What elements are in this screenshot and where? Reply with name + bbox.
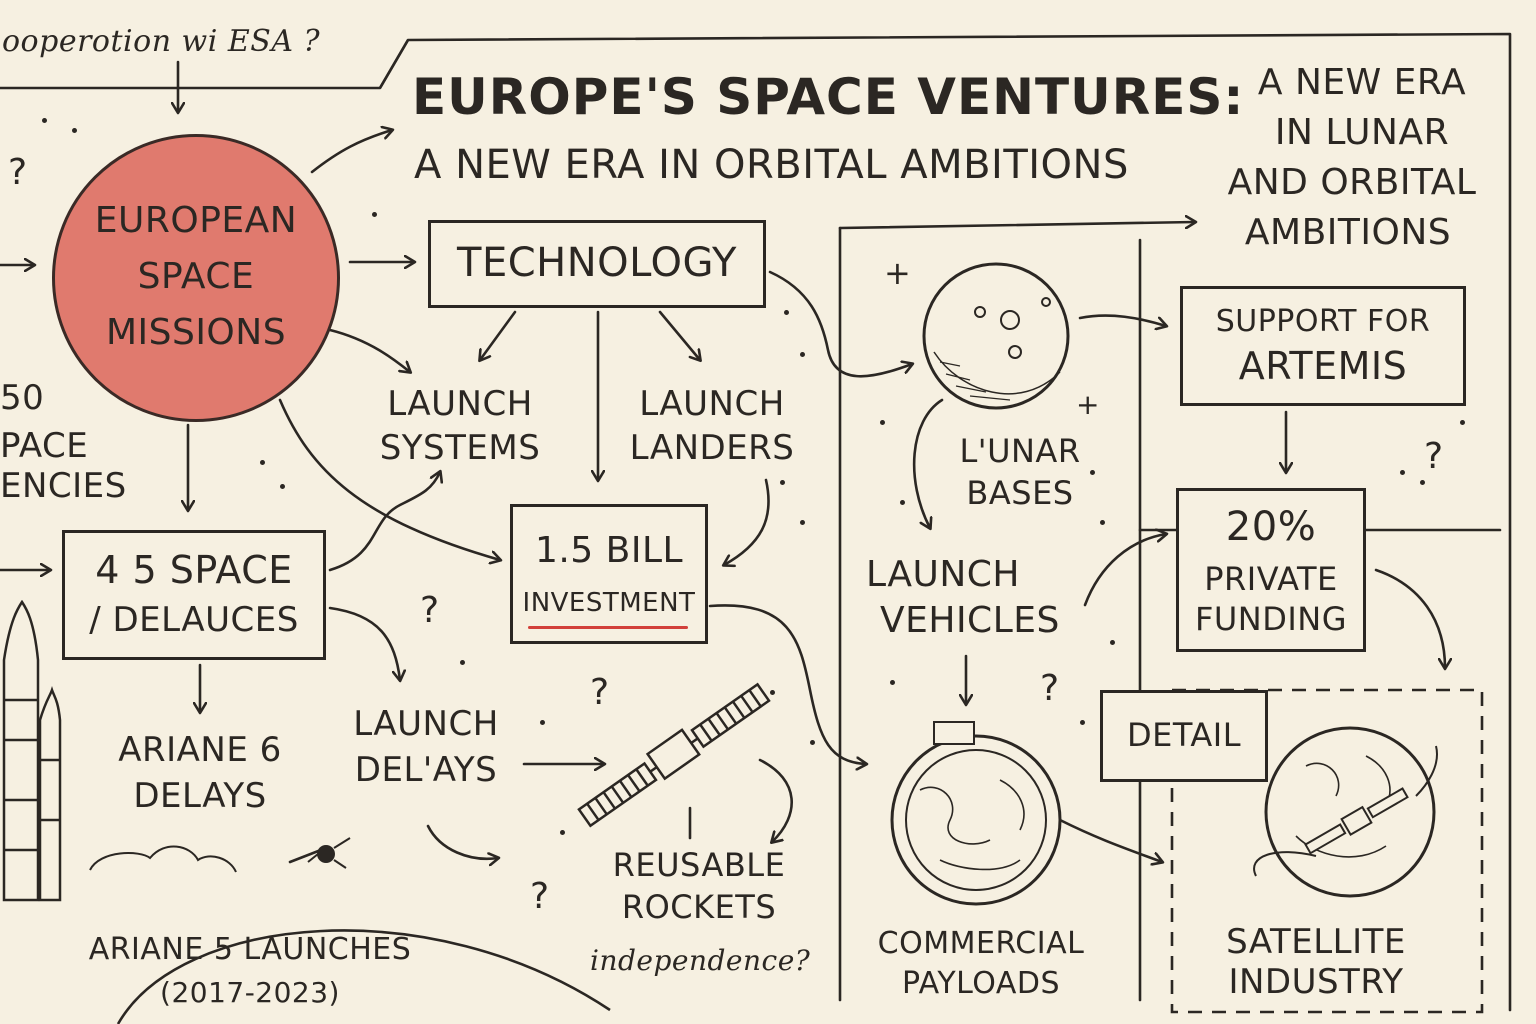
star-dot	[540, 720, 545, 725]
ariane6-line2: DELAYS	[133, 776, 267, 816]
launch-landers-line2: LANDERS	[629, 428, 795, 468]
launch-vehicles-line1: LAUNCH	[866, 554, 1020, 595]
ariane5-line2: (2017-2023)	[160, 976, 340, 1009]
launch-delays-line2: DEL'AYS	[354, 750, 498, 790]
reusable-line2: ROCKETS	[621, 888, 777, 926]
ariane5-line1: ARIANE 5 LAUNCHES	[88, 932, 412, 967]
side-note-line4: AMBITIONS	[1244, 212, 1452, 253]
star-dot	[1080, 720, 1085, 725]
question-mark-decor: ?	[530, 876, 550, 917]
european-missions-line1: EUROPEAN	[94, 200, 298, 241]
investment-underline	[528, 626, 688, 629]
question-mark-decor: ?	[8, 152, 28, 193]
question-mark-decor: ?	[420, 590, 440, 631]
investment-box	[510, 504, 708, 644]
reusable-line1: REUSABLE	[612, 846, 786, 884]
star-dot	[280, 484, 285, 489]
satellite-industry-line2: INDUSTRY	[1228, 962, 1404, 1002]
star-dot	[1420, 480, 1425, 485]
star-dot	[260, 460, 265, 465]
star-dot	[1090, 470, 1095, 475]
satellite-icon	[577, 682, 771, 828]
agencies-line1: 50	[0, 378, 45, 418]
satellite-industry-line1: SATELLITE	[1226, 922, 1406, 962]
investment-amount: 1.5 BILL	[534, 530, 684, 571]
star-dot	[900, 500, 905, 505]
star-dot	[72, 128, 77, 133]
star-dot	[460, 660, 465, 665]
question-mark-decor: ?	[1040, 668, 1060, 709]
investment-label: INVESTMENT	[522, 588, 696, 618]
space-box-line2: / DELAUCES	[89, 600, 299, 640]
star-dot	[800, 520, 805, 525]
ariane6-line1: ARIANE 6	[118, 730, 282, 770]
small-probe-icon	[307, 837, 351, 869]
agencies-line3: ENCIES	[0, 466, 127, 506]
star-dot	[770, 690, 775, 695]
space-box	[62, 530, 326, 660]
european-missions-line3: MISSIONS	[105, 312, 287, 353]
side-note-line1: A NEW ERA	[1257, 62, 1467, 103]
artemis-line1: SUPPORT FOR	[1215, 304, 1431, 339]
european-missions-line2: SPACE	[137, 256, 255, 297]
lunar-bases-line2: BASES	[966, 474, 1074, 512]
commercial-line1: COMMERCIAL	[877, 926, 1085, 961]
star-dot	[800, 352, 805, 357]
star-dot	[1460, 420, 1465, 425]
star-dot	[372, 212, 377, 217]
star-dot	[784, 310, 789, 315]
launch-systems-line2: SYSTEMS	[379, 428, 541, 468]
star-dot	[560, 830, 565, 835]
plus-decor: +	[884, 254, 911, 292]
satellite-dashed-frame	[1170, 688, 1484, 1014]
moon-icon	[922, 262, 1070, 410]
plus-decor: +	[1076, 388, 1100, 421]
rocket-icon	[2, 600, 62, 902]
top-note: ooperotion wi ESA ?	[2, 24, 321, 59]
commercial-line2: PAYLOADS	[901, 966, 1061, 1001]
artemis-box	[1180, 286, 1466, 406]
star-dot	[880, 420, 885, 425]
technology-label: TECHNOLOGY	[457, 240, 737, 286]
private-funding-line3: FUNDING	[1194, 600, 1348, 638]
page-title: EUROPE'S SPACE VENTURES:	[412, 68, 1245, 126]
star-dot	[1110, 640, 1115, 645]
side-note-line3: AND ORBITAL	[1227, 162, 1477, 203]
star-dot	[780, 480, 785, 485]
star-dot	[1100, 520, 1105, 525]
detail-label: DETAIL	[1126, 716, 1242, 754]
space-box-line1: 4 5 SPACE	[95, 548, 293, 592]
private-funding-line2: PRIVATE	[1204, 560, 1338, 598]
side-note-line2: IN LUNAR	[1274, 112, 1450, 153]
european-missions-circle	[52, 134, 340, 422]
private-funding-percent: 20%	[1225, 504, 1317, 550]
private-funding-box	[1176, 488, 1366, 652]
globe-satellite-icon	[1253, 726, 1438, 898]
lunar-bases-line1: L'UNAR	[959, 432, 1081, 470]
star-dot	[1400, 470, 1405, 475]
page-subtitle: A NEW ERA IN ORBITAL AMBITIONS	[414, 142, 1129, 188]
star-dot	[810, 740, 815, 745]
launch-systems-line1: LAUNCH	[387, 384, 533, 424]
launch-delays-line1: LAUNCH	[353, 704, 499, 744]
independence-note: independence?	[590, 944, 811, 977]
artemis-line2: ARTEMIS	[1238, 344, 1408, 388]
agencies-line2: PACE	[0, 426, 89, 466]
question-mark-decor: ?	[590, 672, 610, 713]
planet-icon	[890, 721, 1062, 906]
technology-box	[428, 220, 766, 308]
star-dot	[42, 118, 47, 123]
launch-landers-line1: LAUNCH	[639, 384, 785, 424]
question-mark-decor: ?	[1424, 436, 1444, 477]
launch-vehicles-line2: VEHICLES	[880, 600, 1060, 641]
detail-box	[1100, 690, 1268, 782]
star-dot	[890, 680, 895, 685]
